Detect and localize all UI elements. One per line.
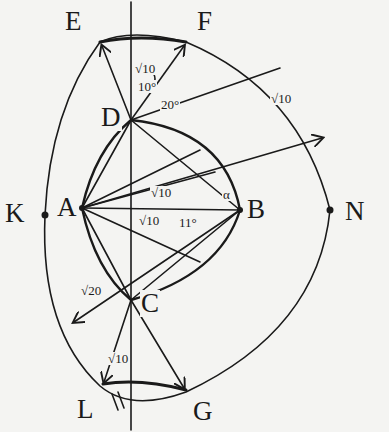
point-label: K (4, 200, 26, 227)
point-label: L (76, 396, 95, 423)
point-label: F (196, 8, 213, 35)
angle-label: α (222, 188, 231, 201)
length-label: √10 (270, 92, 292, 105)
length-label: √10 (134, 62, 156, 75)
length-label: √10 (150, 186, 172, 199)
point-label: B (246, 196, 266, 223)
point-label: D (100, 104, 122, 131)
length-label: √10 (138, 214, 160, 227)
angle-label: 10° (137, 80, 157, 93)
length-label: √10 (107, 352, 129, 365)
point-label: G (192, 398, 214, 425)
angle-label: 11° (178, 216, 198, 229)
point-label: A (56, 194, 78, 221)
point-label: E (64, 8, 83, 35)
point-label: C (140, 290, 160, 317)
point-label: N (344, 198, 366, 225)
angle-label: 20° (160, 98, 180, 111)
length-label: √20 (80, 284, 102, 297)
